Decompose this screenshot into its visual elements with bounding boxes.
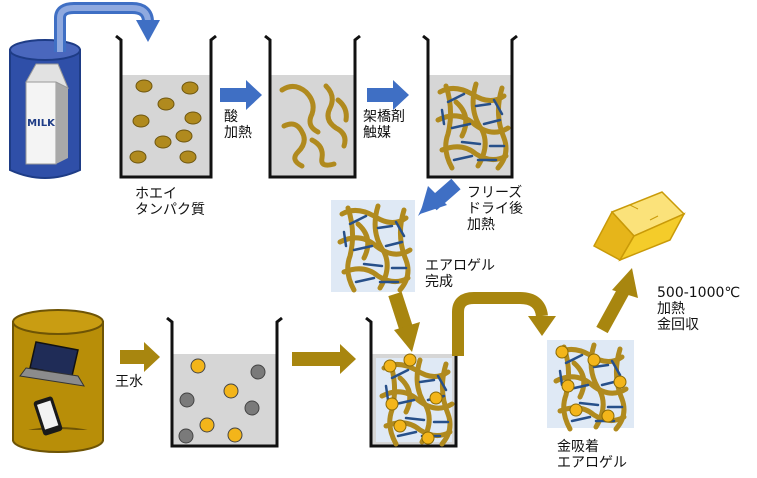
arrow-acid-heat [220,80,262,110]
pour-arrow [54,1,160,52]
freeze-dry-label: フリーズ ドライ後 加熱 [467,185,523,233]
gold-bar-icon [592,191,686,262]
metal-ions [178,358,266,444]
aerogel-block [331,200,415,292]
whey-protein-particles [129,79,202,164]
e-waste-drum-icon [12,309,104,453]
whey-protein-label: ホエイ タンパク質 [135,186,205,218]
arrow-aerogel-down [388,291,420,352]
beaker-denatured [264,34,361,179]
acid-heat-label: 酸 加熱 [224,109,252,141]
laptop-icon [19,341,85,387]
beaker-crosslinked [422,34,518,179]
arrow-mix [292,344,356,374]
beaker-adsorption [365,316,462,448]
arrow-aqua-regia [120,342,160,372]
arrow-crosslink [367,80,409,110]
aerogel-complete-label: エアロゲル 完成 [425,258,495,290]
aqua-regia-label: 王水 [115,374,143,390]
milk-carton-label: MILK [27,118,56,129]
crosslinker-label: 架橋剤 触媒 [363,109,405,141]
smartphone-icon [33,396,63,436]
heat-recover-label: 500-1000℃ 加熱 金回収 [657,285,741,333]
gold-aerogel-label: 金吸着 エアロゲル [557,439,627,471]
beaker-whey [115,34,217,179]
arrow-freeze-dry [418,178,461,216]
milk-container-icon: MILK [9,39,81,179]
gold-aerogel-block [547,340,634,429]
arrow-transfer-gold-aerogel [452,292,556,356]
adsorbed-gold-particles [383,353,443,445]
arrow-heat-recover [596,268,638,334]
beaker-dissolved-metals [166,316,283,448]
